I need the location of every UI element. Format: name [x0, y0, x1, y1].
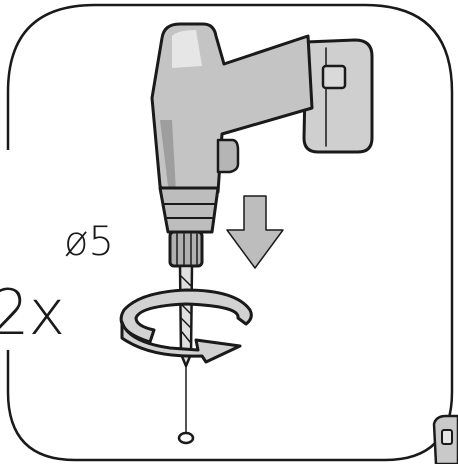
cordless-drill-icon [150, 22, 374, 433]
hole-mark-icon [177, 431, 195, 445]
panel-frame [6, 3, 454, 462]
drill-housing [150, 22, 314, 200]
battery-release-button [321, 64, 347, 90]
drill-diameter-label: ø5 [64, 219, 114, 265]
drill-trigger [216, 138, 240, 174]
repeat-count-label: 2x [0, 276, 65, 349]
chuck-grip-lines [176, 233, 198, 265]
rotation-arrow-back [119, 288, 253, 344]
drill-battery [302, 38, 374, 154]
drill-housing-shade [160, 120, 176, 192]
drill-housing-highlight [172, 30, 202, 68]
rotation-arrow-front [120, 320, 242, 364]
partial-drill-icon [432, 414, 458, 466]
rotation-arrow-icon [119, 288, 253, 364]
drill-nose [158, 186, 220, 234]
down-arrow-icon [226, 195, 284, 269]
